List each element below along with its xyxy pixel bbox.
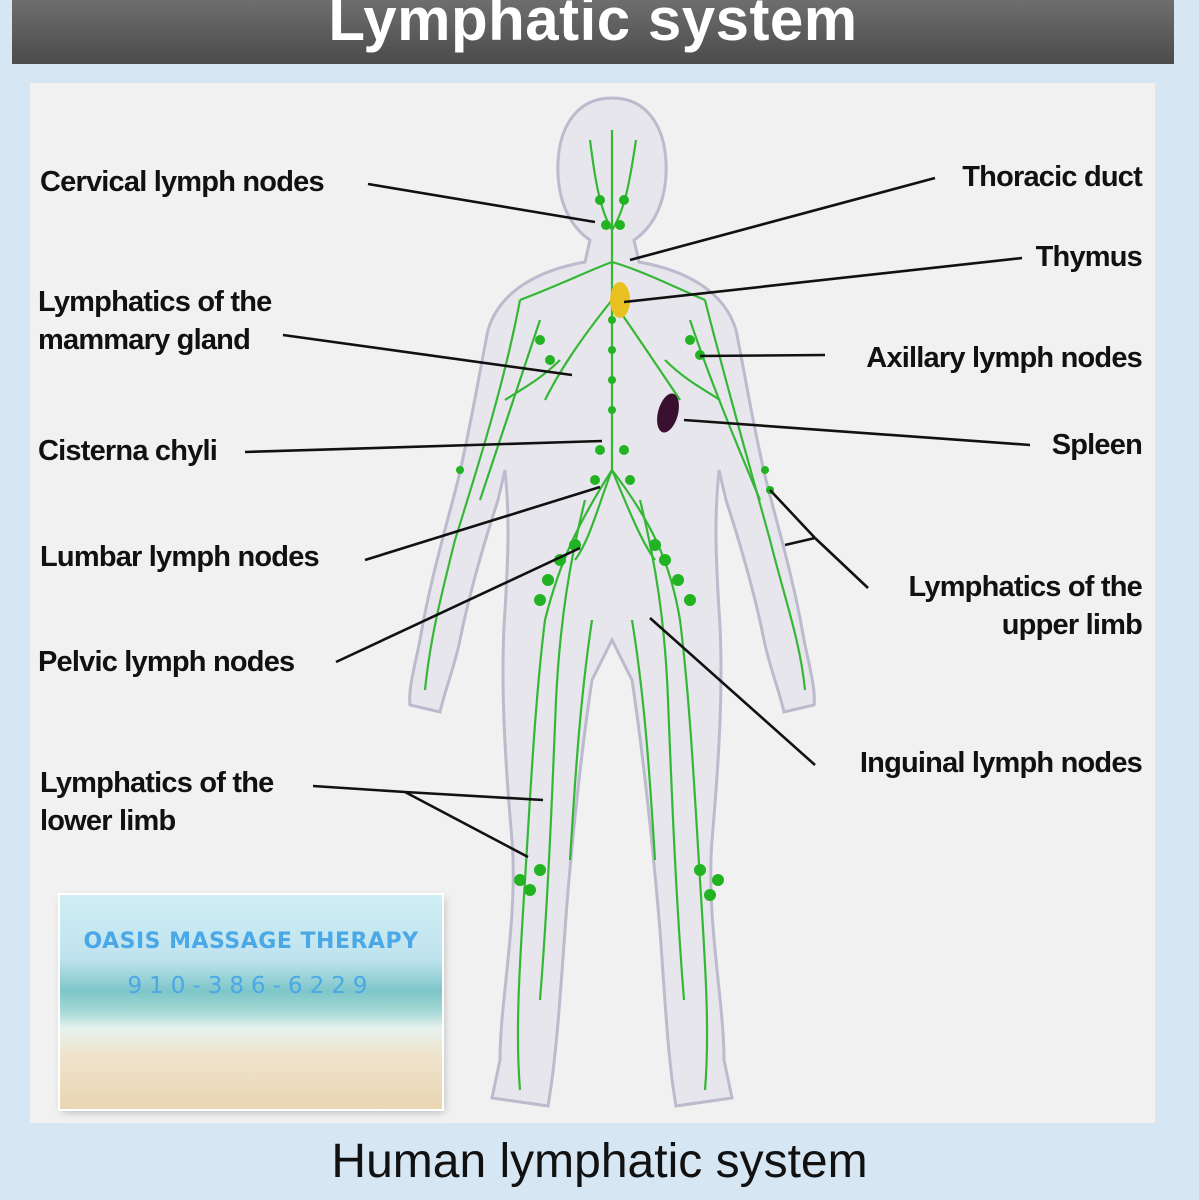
- diagram-caption: Human lymphatic system: [331, 1135, 868, 1188]
- label-cervical-lymph-nodes: Cervical lymph nodes: [40, 166, 325, 198]
- title-banner: Lymphatic system: [12, 0, 1174, 64]
- label-cisterna-chyli: Cisterna chyli: [38, 435, 218, 467]
- label-axillary-lymph-nodes: Axillary lymph nodes: [866, 342, 1143, 374]
- ad-phone-number: 910-386-6229: [127, 973, 375, 999]
- label-pelvic-lymph-nodes: Pelvic lymph nodes: [38, 646, 295, 678]
- ad-business-name: OASIS MASSAGE THERAPY: [83, 929, 419, 954]
- label-spleen: Spleen: [1051, 429, 1143, 461]
- thymus-organ: [610, 282, 630, 318]
- body-silhouette: [408, 96, 816, 1108]
- spleen-organ: [657, 393, 679, 433]
- massage-ad-card: OASIS MASSAGE THERAPY 910-386-6229: [60, 895, 442, 1109]
- label-lower-limb-lymphatics: Lymphatics of the lower limb: [40, 767, 274, 837]
- leader-lines: [244, 176, 1031, 859]
- label-lumbar-lymph-nodes: Lumbar lymph nodes: [40, 541, 320, 573]
- label-mammary-lymphatics: Lymphatics of the mammary gland: [38, 286, 272, 356]
- label-thoracic-duct: Thoracic duct: [962, 161, 1143, 193]
- label-upper-limb-lymphatics: Lymphatics of the upper limb: [908, 571, 1143, 641]
- lymph-nodes: [456, 195, 774, 901]
- label-inguinal-lymph-nodes: Inguinal lymph nodes: [859, 747, 1143, 779]
- label-thymus: Thymus: [1035, 241, 1143, 273]
- page-title: Lymphatic system: [328, 0, 858, 53]
